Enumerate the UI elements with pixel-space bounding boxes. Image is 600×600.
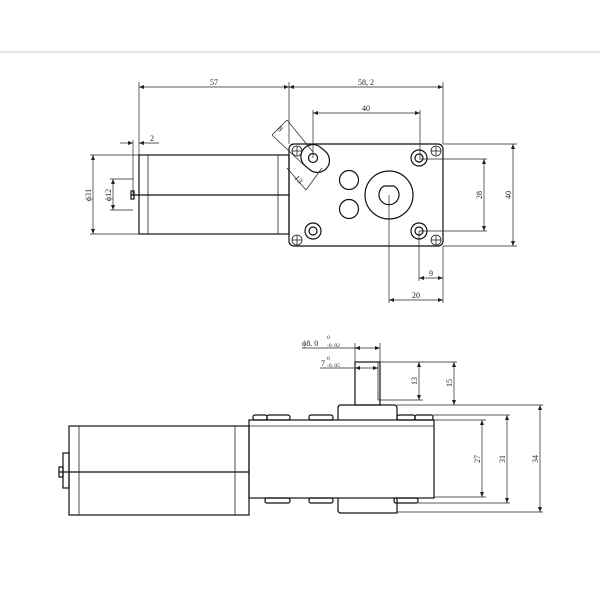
dim-flat-length: 13: [410, 377, 419, 385]
dim-slot-width: 8: [275, 125, 284, 134]
top-view: 57 58, 2 40 2 8 13 ϕ31 ϕ12 28 40 9 20: [84, 78, 517, 303]
dim-hole-spacing-x: 40: [362, 104, 370, 113]
dim-hole-offset: 9: [429, 269, 433, 278]
dim-boss-diameter: ϕ12: [104, 189, 113, 201]
mounting-holes: [300, 143, 428, 240]
corner-screws: [291, 145, 442, 246]
dim-body-27: 27: [473, 455, 482, 463]
dim-shaft-tol-lower: -0. 02: [327, 343, 340, 349]
motor-shaft-stub: [130, 190, 135, 200]
dim-flat-tol-upper: 0: [327, 356, 330, 362]
dim-slot-length: 13: [292, 174, 304, 186]
output-shaft-side: [354, 361, 381, 406]
dim-body-34: 34: [531, 455, 540, 463]
output-shaft: [378, 185, 400, 206]
side-view: ϕ8. 0 0 -0. 02 7 0 -0. 05 13 15 27 31 34: [58, 335, 543, 516]
dim-flat-width: 7: [321, 359, 325, 368]
dim-shaft-diameter: ϕ8. 0: [302, 339, 318, 348]
dim-gearbox-length: 58, 2: [358, 78, 374, 87]
dim-gearbox-height: 40: [504, 191, 513, 199]
dim-shaft-offset: 20: [412, 291, 420, 300]
screw-heads: [252, 414, 434, 504]
dim-flat-tol-lower: -0. 05: [327, 363, 340, 369]
dim-shaft-tol-upper: 0: [327, 335, 330, 341]
motor-body-side: [68, 425, 250, 516]
gearbox-body: [288, 143, 444, 247]
dim-endcap: 2: [150, 134, 154, 143]
dim-hole-spacing-y: 28: [475, 191, 484, 199]
dim-body-31: 31: [498, 455, 507, 463]
dim-motor-diameter: ϕ31: [84, 189, 93, 201]
dim-shaft-length: 15: [445, 379, 454, 387]
gearbox-body-side: [248, 419, 435, 499]
dim-motor-length: 57: [210, 78, 218, 87]
motor-boss-side: [62, 452, 70, 489]
output-housing: [337, 404, 398, 514]
